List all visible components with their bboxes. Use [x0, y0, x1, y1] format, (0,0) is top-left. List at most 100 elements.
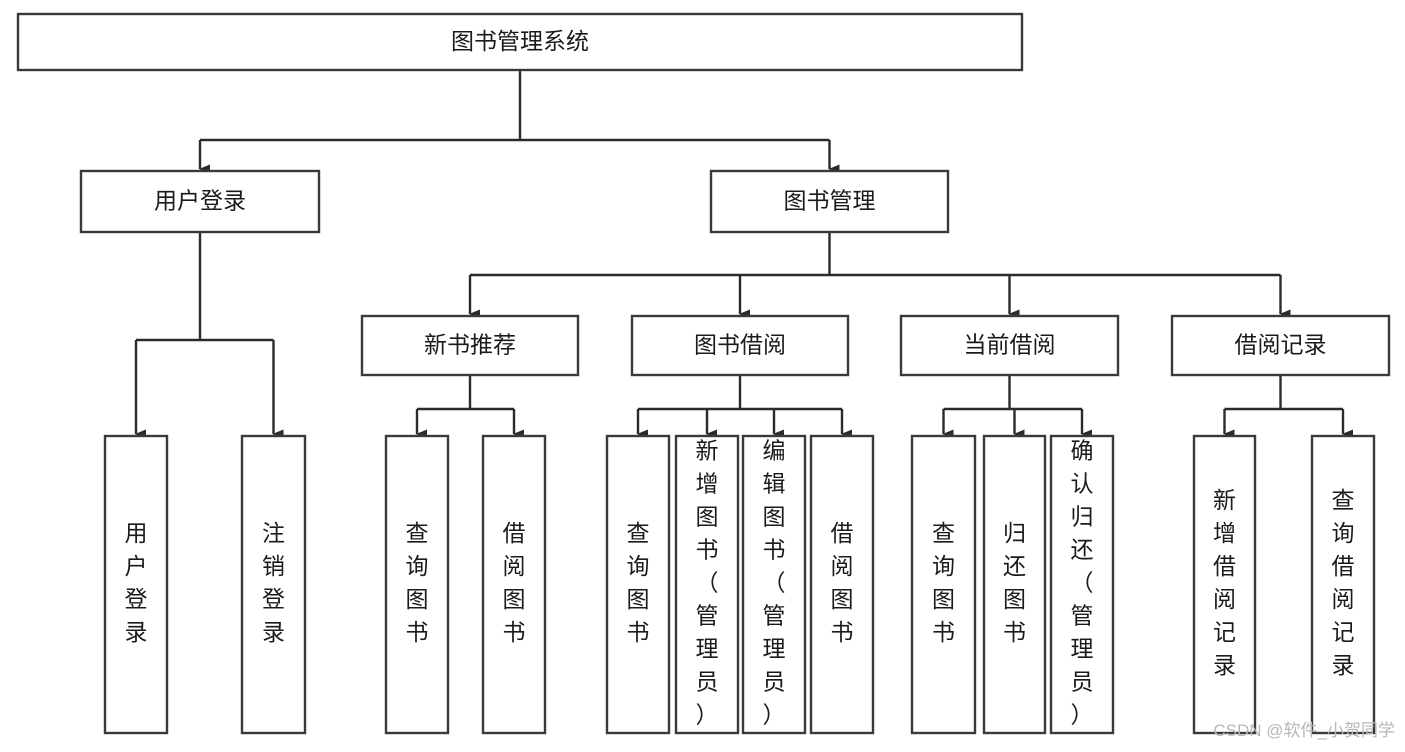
node-borrow-record[interactable]: 借阅记录 [1170, 314, 1391, 377]
node-user-login[interactable]: 用户登录 [79, 169, 321, 234]
node-book-borrow[interactable]: 图书借阅 [630, 314, 850, 377]
node-book-borrow-label: 图书借阅 [694, 332, 786, 358]
svg-text:图: 图 [831, 586, 854, 612]
node-new-book-recommend-rect[interactable] [360, 314, 580, 377]
svg-text:录: 录 [1332, 652, 1355, 678]
node-root-label: 图书管理系统 [451, 28, 589, 54]
svg-text:书: 书 [831, 619, 854, 645]
svg-text:登: 登 [125, 586, 148, 612]
svg-text:图: 图 [696, 504, 719, 530]
node-current-borrow[interactable]: 当前借阅 [899, 314, 1120, 377]
leaf-bb-borrow-book-rect[interactable] [809, 434, 875, 735]
svg-text:管: 管 [763, 603, 786, 629]
leaf-cb-confirm-return-rect[interactable] [1049, 434, 1115, 735]
leaf-cb-query-book-rect[interactable] [910, 434, 977, 735]
svg-text:增: 增 [1213, 520, 1236, 546]
svg-text:编: 编 [763, 438, 786, 464]
svg-text:归: 归 [1003, 520, 1026, 546]
svg-text:还: 还 [1071, 537, 1094, 563]
svg-text:）: ） [763, 702, 786, 728]
svg-text:询: 询 [627, 553, 650, 579]
svg-text:登: 登 [262, 586, 285, 612]
leaf-br-add-record-rect[interactable] [1192, 434, 1257, 735]
node-book-borrow-rect[interactable] [630, 314, 850, 377]
svg-text:增: 增 [696, 471, 719, 497]
svg-text:书: 书 [406, 619, 429, 645]
svg-text:）: ） [696, 702, 719, 728]
svg-text:图: 图 [503, 586, 526, 612]
leaf-nbr-query-book-rect[interactable] [384, 434, 450, 735]
node-root-rect[interactable] [16, 12, 1024, 72]
node-book-manage-label: 图书管理 [784, 188, 876, 214]
svg-text:用: 用 [125, 520, 148, 546]
leaf-bb-edit-book-rect[interactable] [741, 434, 807, 735]
svg-text:注: 注 [262, 520, 285, 546]
svg-text:询: 询 [932, 553, 955, 579]
node-layer: 图书管理系统用户登录图书管理新书推荐图书借阅当前借阅借阅记录用户登录注销登录查询… [16, 12, 1391, 735]
svg-text:借: 借 [503, 520, 526, 546]
svg-text:理: 理 [696, 636, 719, 662]
node-new-book-recommend[interactable]: 新书推荐 [360, 314, 580, 377]
node-root[interactable]: 图书管理系统 [16, 12, 1024, 72]
leaf-leaf-user-login[interactable]: 用户登录 [103, 434, 169, 735]
svg-text:询: 询 [1332, 520, 1355, 546]
leaf-cb-return-book-rect[interactable] [982, 434, 1047, 735]
svg-text:记: 记 [1332, 619, 1355, 645]
csdn-watermark: CSDN @软件_小贺同学 [1213, 721, 1395, 740]
svg-text:（: （ [763, 570, 786, 596]
node-user-login-label: 用户登录 [154, 188, 246, 214]
svg-text:员: 员 [1071, 669, 1094, 695]
svg-text:理: 理 [1071, 636, 1094, 662]
leaf-bb-query-book-rect[interactable] [605, 434, 671, 735]
leaf-leaf-logout-rect[interactable] [240, 434, 307, 735]
node-user-login-rect[interactable] [79, 169, 321, 234]
svg-text:新: 新 [1213, 487, 1236, 513]
connector-root [198, 70, 840, 174]
svg-text:（: （ [696, 570, 719, 596]
svg-text:书: 书 [696, 537, 719, 563]
svg-text:户: 户 [125, 553, 148, 579]
svg-text:新: 新 [696, 438, 719, 464]
connector-borrow-record [1223, 375, 1353, 439]
node-borrow-record-label: 借阅记录 [1235, 332, 1327, 358]
connector-book-borrow [636, 375, 852, 439]
svg-text:管: 管 [1071, 603, 1094, 629]
svg-text:阅: 阅 [1213, 586, 1236, 612]
leaf-leaf-user-login-rect[interactable] [103, 434, 169, 735]
svg-text:认: 认 [1071, 471, 1094, 497]
node-book-manage-rect[interactable] [709, 169, 950, 234]
leaf-leaf-user-login-label: 用户登录 [125, 520, 148, 645]
svg-text:理: 理 [763, 636, 786, 662]
svg-text:书: 书 [1003, 619, 1026, 645]
node-book-manage[interactable]: 图书管理 [709, 169, 950, 234]
leaf-bb-add-book-rect[interactable] [674, 434, 740, 735]
connector-user-login [134, 232, 284, 439]
node-borrow-record-rect[interactable] [1170, 314, 1391, 377]
leaf-br-query-record-rect[interactable] [1310, 434, 1376, 735]
svg-text:书: 书 [627, 619, 650, 645]
leaf-nbr-borrow-book-rect[interactable] [481, 434, 547, 735]
svg-text:阅: 阅 [503, 553, 526, 579]
node-current-borrow-rect[interactable] [899, 314, 1120, 377]
